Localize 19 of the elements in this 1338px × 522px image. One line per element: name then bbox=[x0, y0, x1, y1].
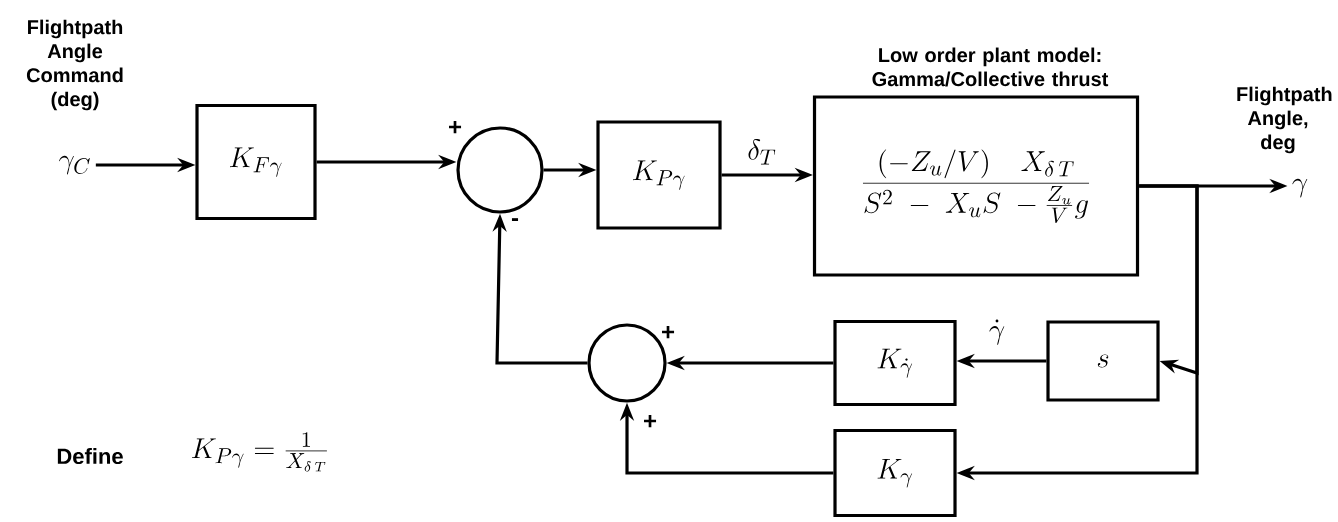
definition-formula: $K_{P\gamma} = \frac{1}{X_{\delta\,T}}$ bbox=[192, 432, 327, 472]
signal-label: $\gamma$ bbox=[1292, 178, 1308, 198]
heading-text: Low order plant model: Gamma/Collective thrust bbox=[872, 47, 1109, 87]
block-box: $s$ bbox=[1046, 320, 1160, 402]
sign-label: - bbox=[511, 218, 519, 221]
signal-label: $\gamma_C$ bbox=[59, 155, 90, 175]
block-box: $K_{\gamma}$ bbox=[833, 428, 957, 518]
block-box: $\frac{(-Z_u/V)\quad X_{\delta\,T}}{S^2\;-\;X_u S\;-\frac{Z_u}{V}g}$ bbox=[812, 95, 1140, 277]
heading-text: Flightpath Angle Command (deg) bbox=[26, 19, 123, 111]
edge-label: $\delta_T$ bbox=[745, 137, 779, 167]
block-box: $K_{\dot\gamma}$ bbox=[833, 319, 957, 407]
edge-label: $\dot\gamma$ bbox=[986, 317, 1008, 347]
sign-label: + bbox=[662, 325, 675, 339]
block-box: $K_{F\gamma}$ bbox=[195, 103, 317, 221]
sign-label: + bbox=[449, 120, 462, 134]
sign-label: + bbox=[644, 414, 657, 428]
note-text: Define bbox=[57, 447, 123, 465]
block-box: $K_{P\gamma}$ bbox=[596, 120, 722, 230]
heading-text: Flightpath Angle, deg bbox=[1237, 86, 1332, 154]
